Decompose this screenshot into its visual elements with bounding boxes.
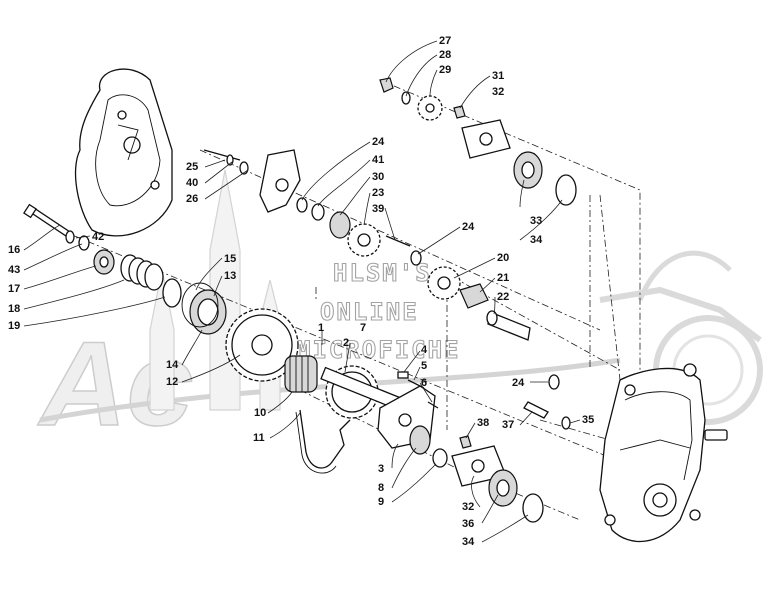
callout-35: 35	[582, 414, 594, 426]
callout-18: 18	[8, 303, 20, 315]
pin-39	[385, 235, 411, 247]
callout-20: 20	[497, 252, 509, 264]
callout-32: 32	[492, 86, 504, 98]
bearing-30	[329, 211, 351, 239]
callout-21: 21	[497, 272, 509, 284]
washer-35	[561, 416, 571, 430]
callout-37: 37	[502, 419, 514, 431]
plug-37	[523, 401, 549, 419]
callout-12: 12	[166, 376, 178, 388]
callout-4: 4	[421, 344, 428, 356]
washer-24	[410, 250, 422, 266]
callout-14: 14	[166, 359, 179, 371]
callout-40: 40	[186, 177, 198, 189]
spring-18	[120, 254, 164, 291]
callout-42: 42	[92, 231, 104, 243]
pin-5	[407, 379, 425, 389]
bracket-26	[259, 149, 301, 213]
callout-1: 1	[318, 322, 324, 334]
callout-25: 25	[186, 161, 198, 173]
nut-38	[459, 435, 472, 449]
callout-41: 41	[372, 154, 384, 166]
callout-36: 36	[462, 518, 474, 530]
sprocket-12	[225, 308, 299, 382]
washer-24b	[548, 374, 560, 390]
callout-28: 28	[439, 49, 451, 61]
callout-8: 8	[378, 482, 384, 494]
callout-34: 34	[530, 234, 543, 246]
callout-26: 26	[186, 193, 198, 205]
washer-43	[78, 235, 90, 251]
bearing-8	[409, 425, 431, 455]
gearcase	[599, 363, 728, 543]
washer-28	[401, 91, 411, 105]
bearing-33	[513, 151, 543, 189]
gear-11	[284, 355, 318, 393]
callout-38: 38	[477, 417, 489, 429]
washer-30	[311, 203, 325, 221]
callout-24-c: 24	[512, 377, 525, 389]
chaincase-cover	[74, 68, 173, 237]
callout-15: 15	[224, 253, 236, 265]
gear-20	[427, 266, 461, 300]
bearing-36	[488, 469, 518, 507]
callout-7: 7	[360, 322, 366, 334]
callout-9: 9	[378, 496, 384, 508]
callout-31: 31	[492, 70, 504, 82]
bolt-25	[203, 149, 241, 161]
ring-9	[432, 448, 448, 468]
washer-42	[65, 230, 75, 244]
pin-6	[427, 401, 439, 409]
gear-23	[347, 223, 381, 257]
chain-10	[295, 409, 351, 474]
callouts: 1 2 3 4 5 6 7 8 9 10 11 12 13 14 15 16 1…	[8, 35, 594, 548]
callout-19: 19	[8, 320, 20, 332]
callout-39: 39	[372, 203, 384, 215]
ring-34b	[522, 493, 544, 523]
callout-33: 33	[530, 215, 542, 227]
callout-6: 6	[421, 377, 427, 389]
nut-27	[379, 77, 394, 93]
nut-31	[453, 105, 466, 119]
callout-17: 17	[8, 283, 20, 295]
callout-23: 23	[372, 187, 384, 199]
washer-41	[296, 197, 308, 213]
key-4	[397, 371, 409, 379]
sprocket-29	[417, 95, 443, 121]
callout-16: 16	[8, 244, 20, 256]
callout-22: 22	[497, 291, 509, 303]
callout-13: 13	[224, 270, 236, 282]
callout-10: 10	[254, 407, 266, 419]
callout-32-b: 32	[462, 501, 474, 513]
sprocket-2	[320, 365, 410, 419]
callout-29: 29	[439, 64, 451, 76]
leader-lines	[23, 40, 581, 543]
bolt-16	[23, 203, 72, 237]
callout-24: 24	[372, 136, 385, 148]
callout-24-b: 24	[462, 221, 475, 233]
callout-30: 30	[372, 171, 384, 183]
callout-27: 27	[439, 35, 451, 47]
callout-11: 11	[253, 432, 265, 444]
callout-5: 5	[421, 360, 427, 372]
callout-34-b: 34	[462, 536, 475, 548]
callout-3: 3	[378, 463, 384, 475]
watermark-line-2: ONLINE	[320, 298, 419, 326]
ring-34	[555, 174, 577, 206]
callout-2: 2	[343, 337, 349, 349]
sleeve-21	[459, 283, 489, 309]
callout-43: 43	[8, 264, 20, 276]
ring-19	[162, 278, 182, 308]
watermark-line-3: MICROFICHE	[296, 336, 461, 364]
bearing-14	[181, 282, 227, 335]
